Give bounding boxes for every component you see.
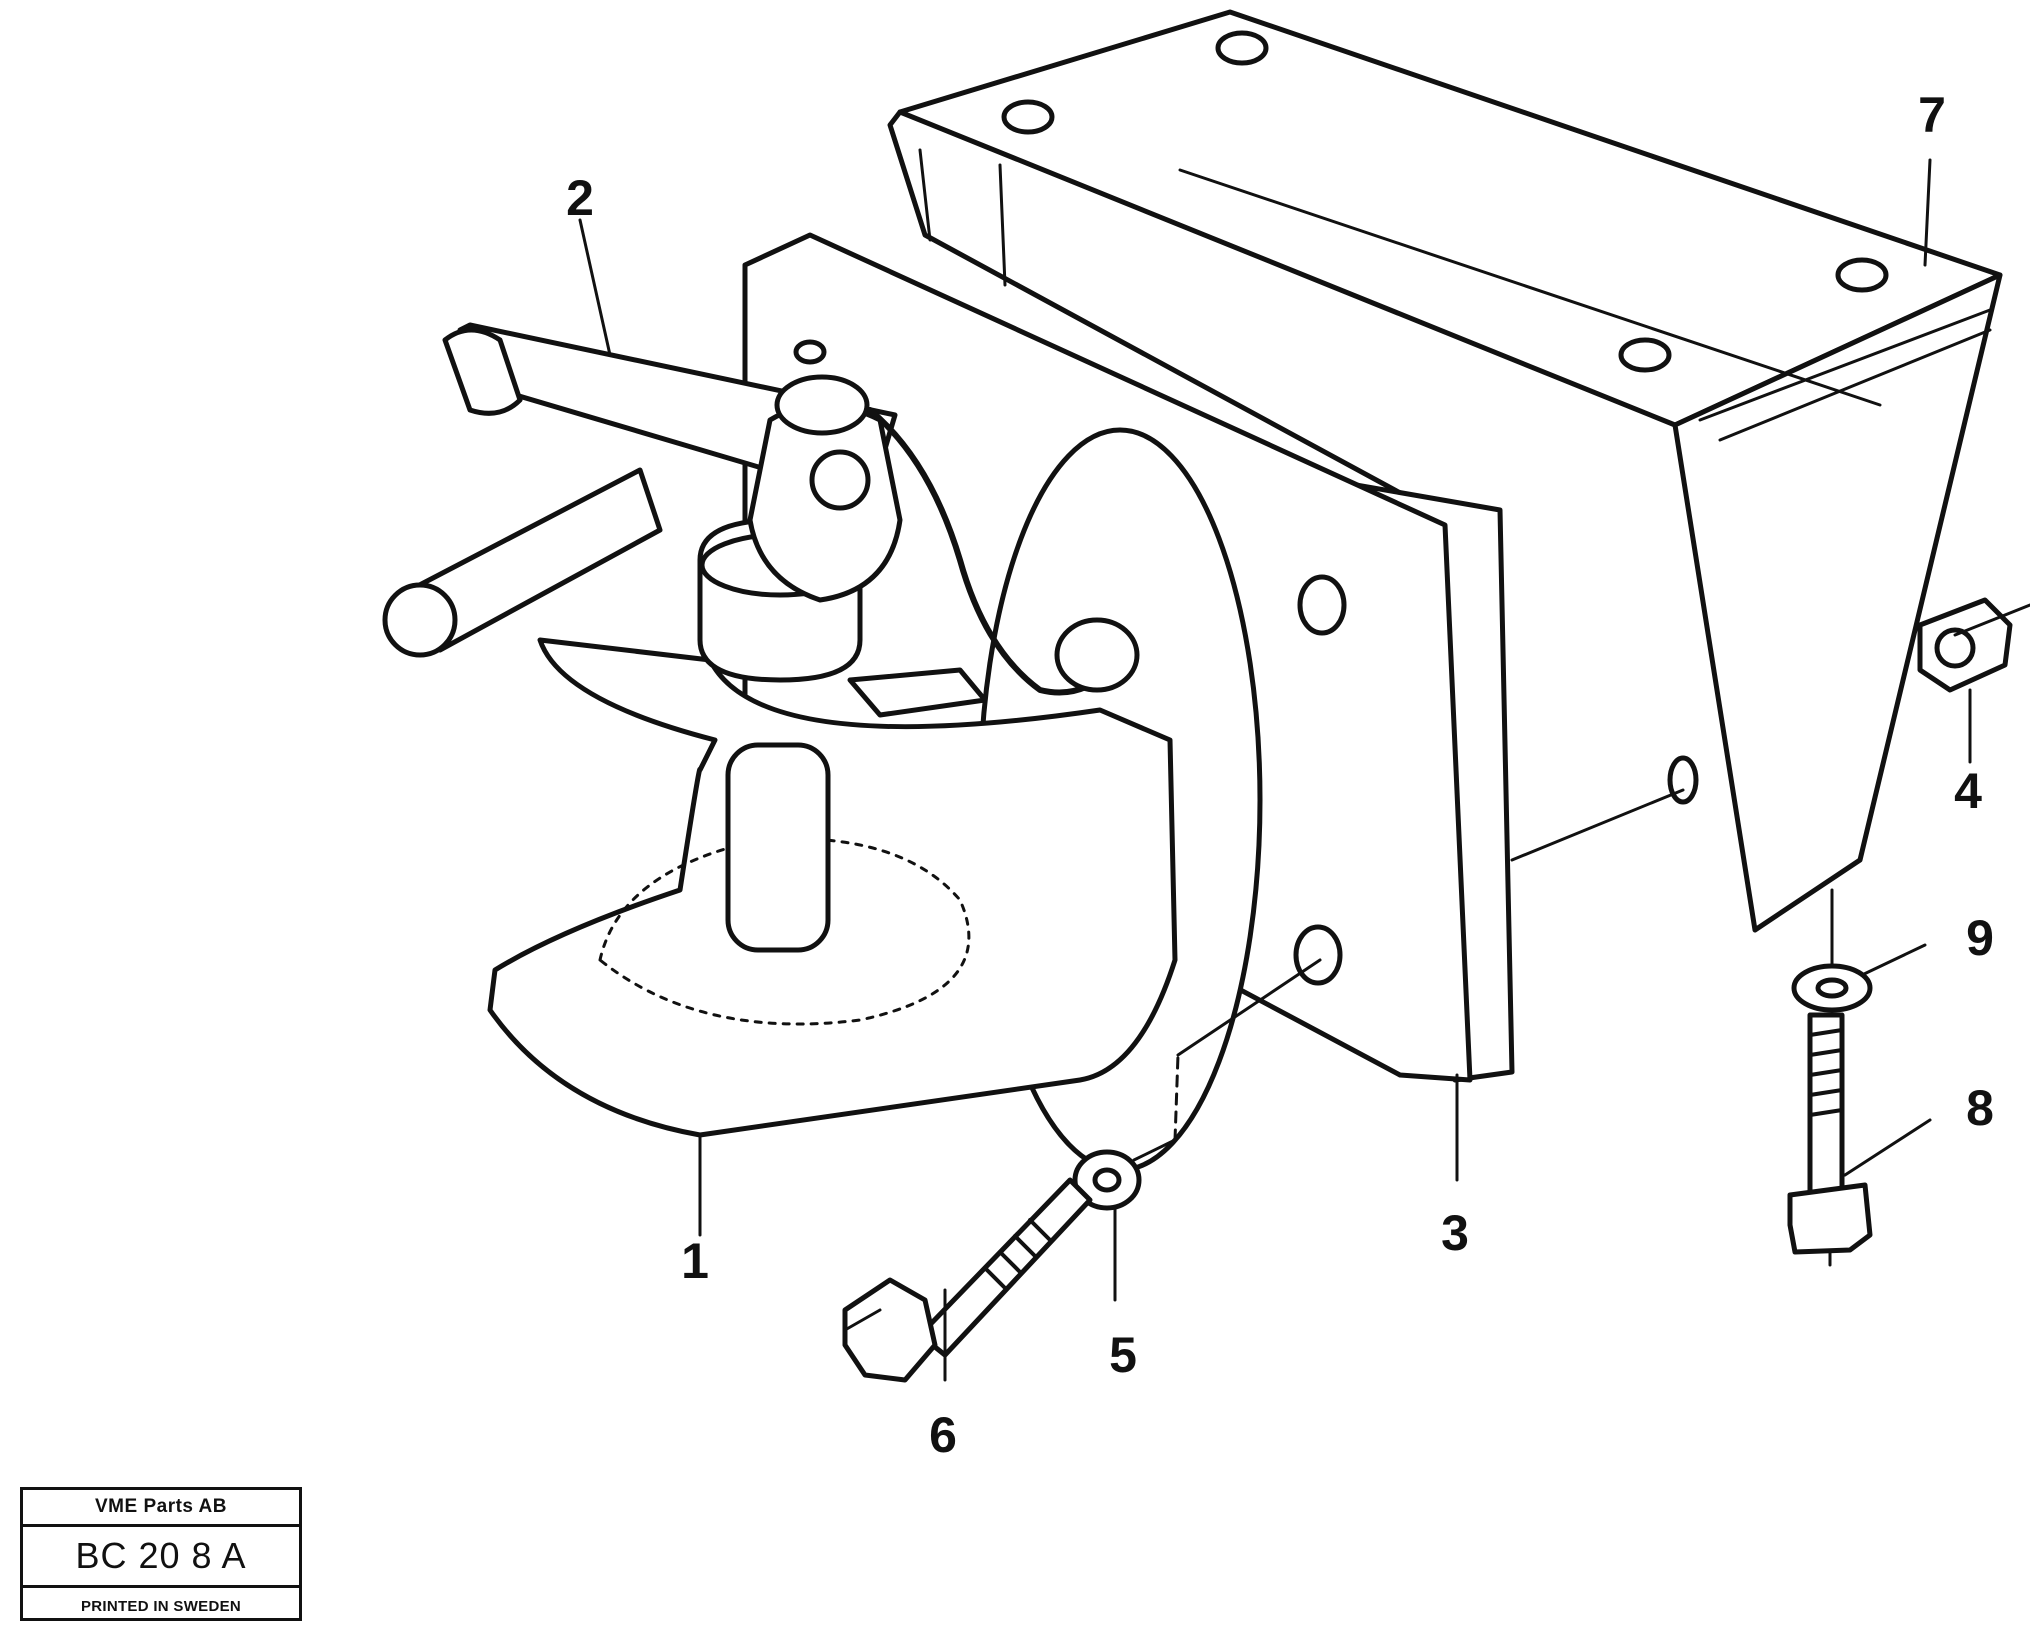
- callout-3: 3: [1441, 1205, 1469, 1261]
- washer-right: [1791, 963, 1873, 1013]
- title-block-company: VME Parts AB: [23, 1490, 299, 1527]
- callout-9: 9: [1966, 910, 1994, 966]
- callout-4: 4: [1954, 763, 1982, 819]
- safety-chain: [774, 374, 1140, 696]
- nut: [1917, 597, 2013, 693]
- callout-1: 1: [681, 1233, 709, 1289]
- callout-7: 7: [1918, 87, 1946, 143]
- washer-bottom: [1072, 1149, 1142, 1211]
- bolt-right: [1787, 1012, 1873, 1255]
- callout-5: 5: [1109, 1327, 1137, 1383]
- callout-8: 8: [1966, 1080, 1994, 1136]
- leader-lines: [578, 158, 2030, 1382]
- bolt-bottom: [842, 1177, 1093, 1383]
- title-block-code: BC 20 8 A: [23, 1527, 299, 1588]
- title-block-footer: PRINTED IN SWEDEN: [80, 1597, 242, 1615]
- callout-6: 6: [929, 1407, 957, 1463]
- callout-2: 2: [566, 170, 594, 226]
- handle-lever: [382, 322, 903, 658]
- title-block: VME Parts AB BC 20 8 A PRINTED IN SWEDEN: [20, 1487, 302, 1621]
- mounting-bracket: [887, 9, 2003, 933]
